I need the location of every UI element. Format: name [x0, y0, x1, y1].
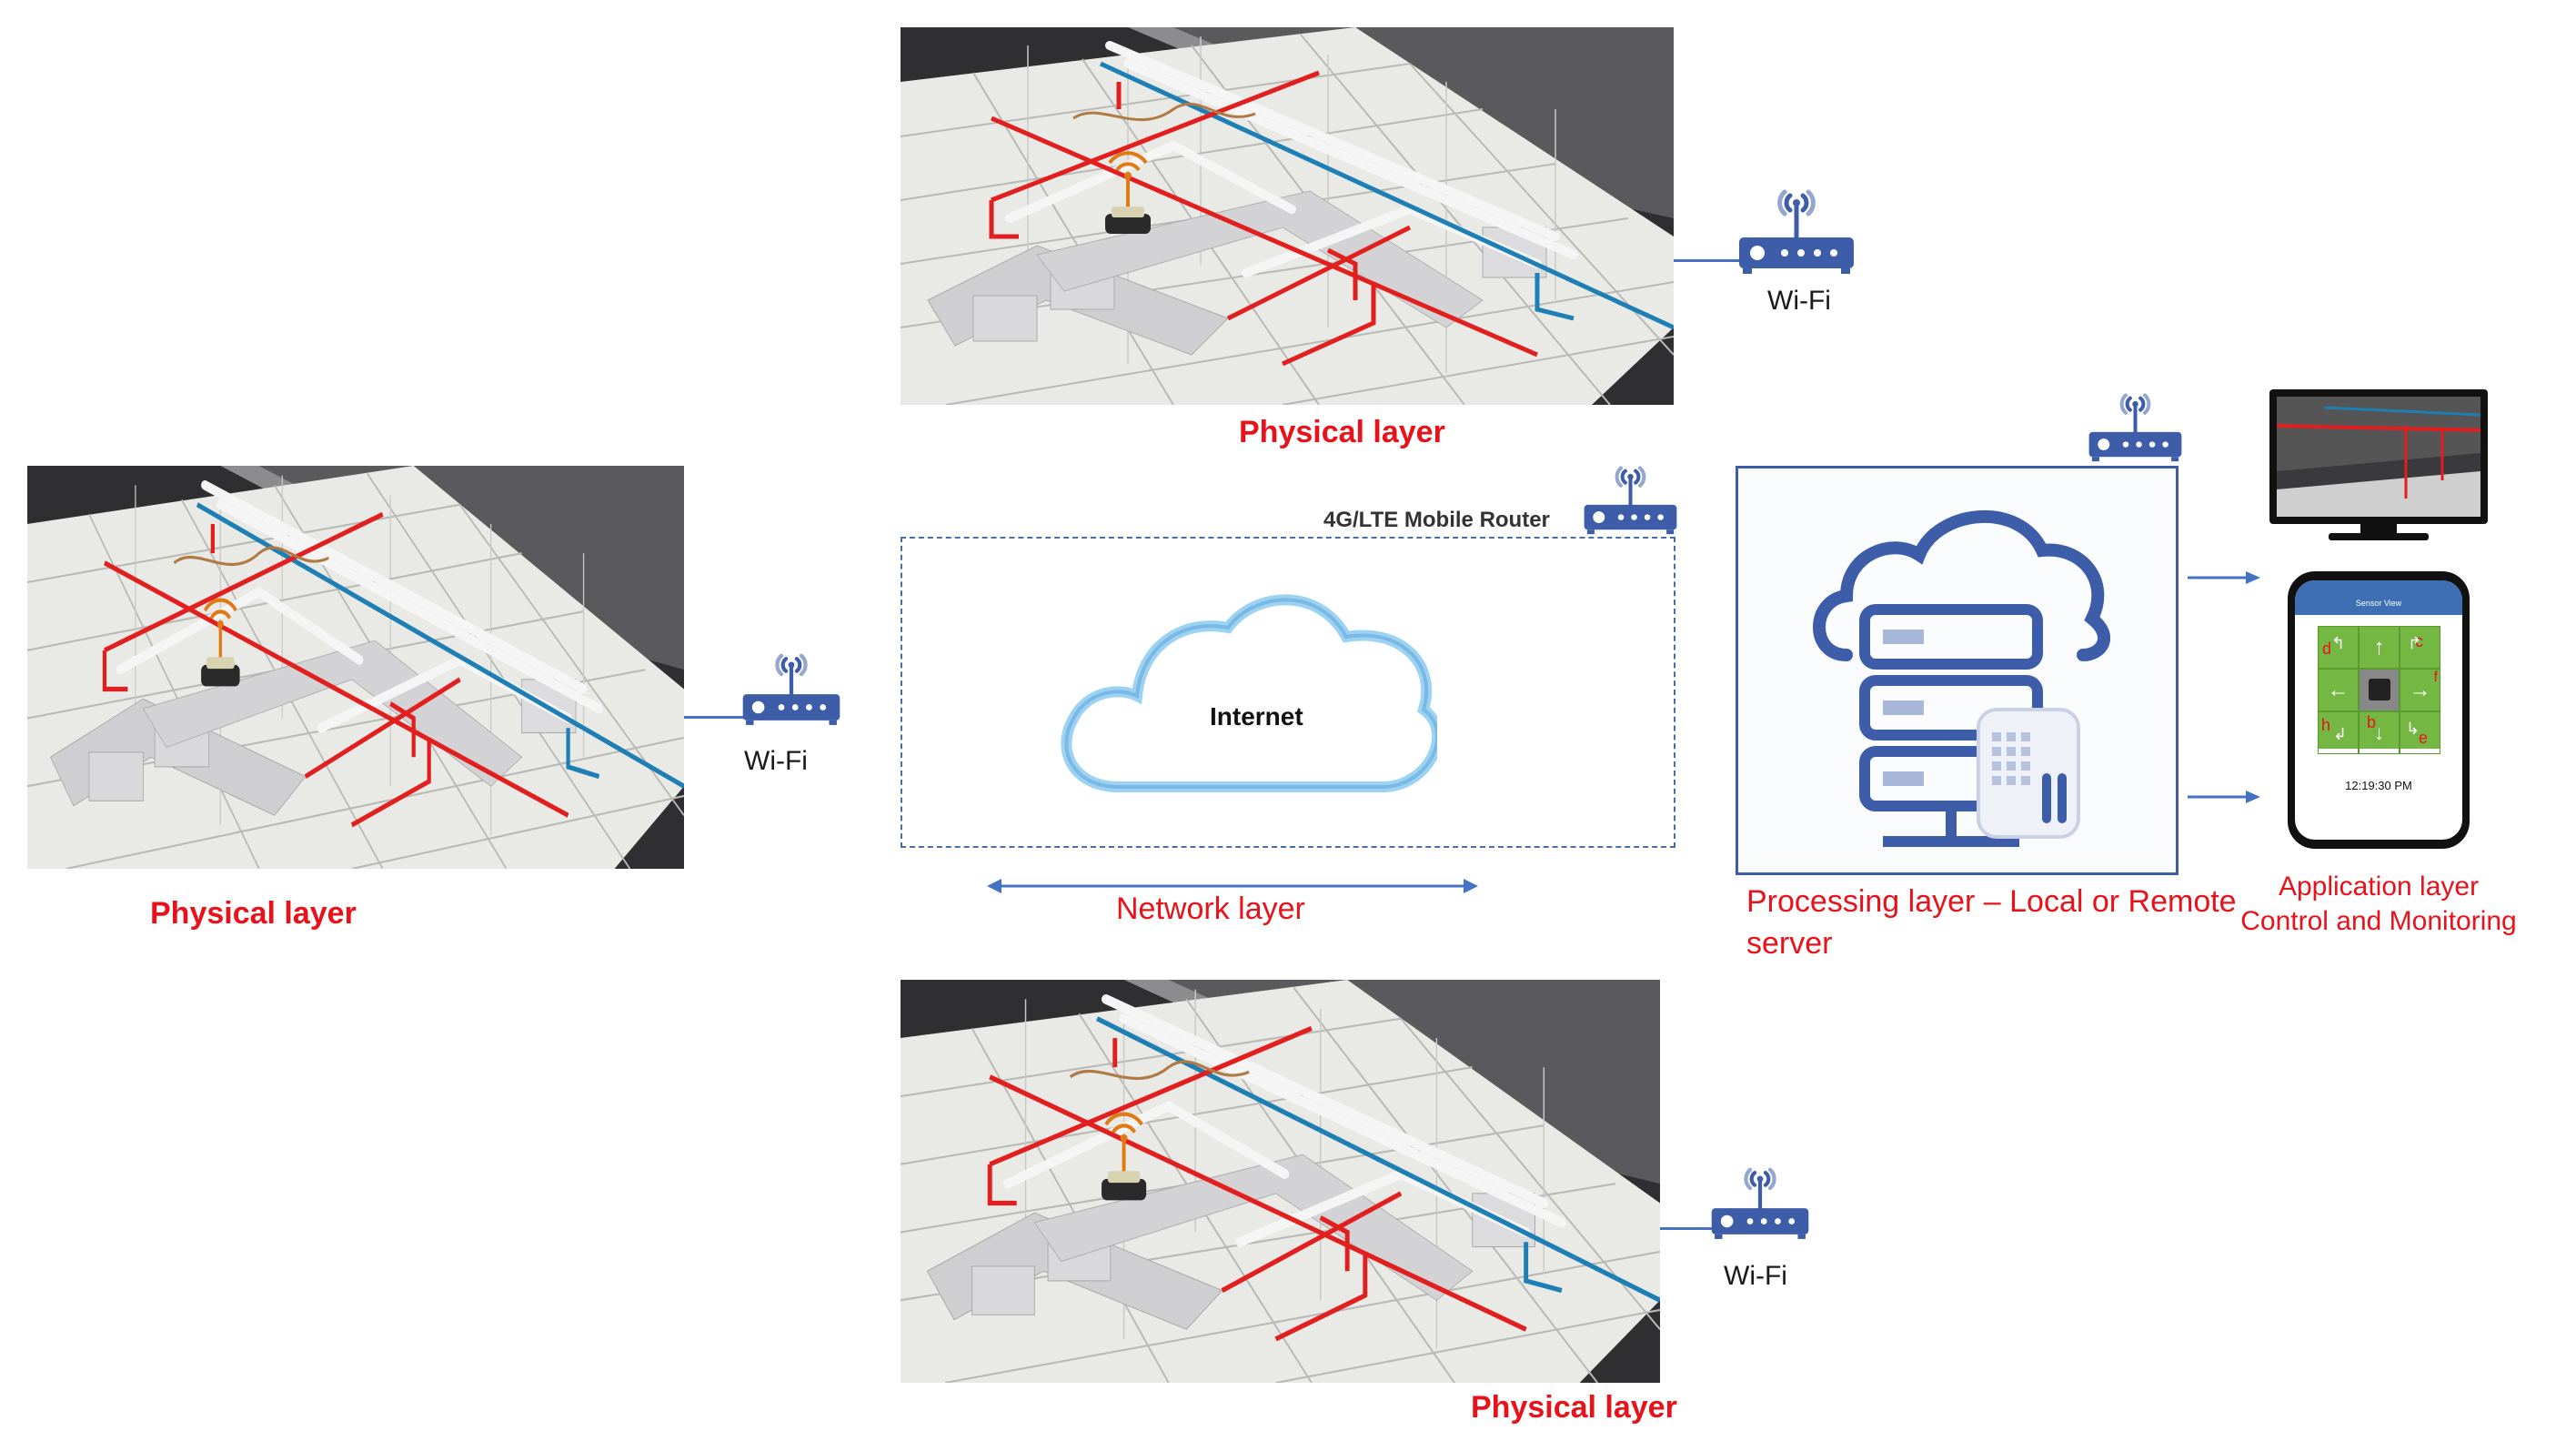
control-monitoring-label: Control and Monitoring	[2240, 906, 2517, 936]
control-key-back[interactable]: ↓b	[2359, 711, 2400, 754]
plenum-image-bottom	[901, 980, 1660, 1383]
application-layer-label: Application layer	[2278, 872, 2480, 902]
control-key-forward-left[interactable]: d↰	[2318, 626, 2359, 669]
control-key-left[interactable]: ←	[2318, 669, 2359, 711]
control-key-forward[interactable]: ↑	[2359, 626, 2400, 669]
control-key-back-right[interactable]: e↳	[2400, 711, 2440, 754]
cloud-server-icon	[1813, 509, 2110, 847]
phone-header: Sensor View	[2295, 580, 2462, 615]
monitor-icon	[2269, 389, 2488, 540]
arrow-to-monitor	[2188, 571, 2260, 584]
connector-line-bottom	[1660, 1227, 1724, 1230]
wifi-label-bottom: Wi-Fi	[1724, 1261, 1787, 1291]
network-arrow	[987, 879, 1478, 893]
control-pad[interactable]: d↰ ↑ c↱ ← →f h↲ ↓b e↳	[2318, 626, 2440, 754]
physical-layer-label-top: Physical layer	[1239, 415, 1445, 449]
network-layer-label: Network layer	[1116, 892, 1305, 926]
wifi-label-left: Wi-Fi	[744, 746, 808, 776]
wifi-router-icon	[1737, 186, 1856, 277]
robot-icon	[2359, 669, 2400, 711]
processing-layer-label: Processing layer – Local or Remote	[1746, 884, 2237, 919]
wifi-router-icon	[1710, 1164, 1810, 1243]
cloud-icon	[1061, 594, 1437, 792]
phone-screen: Sensor View d↰ ↑ c↱ ← →f h↲ ↓b e↳ 12:19:…	[2295, 580, 2462, 840]
connector-line-top	[1674, 259, 1742, 262]
control-key-forward-right[interactable]: c↱	[2400, 626, 2440, 669]
plenum-image-left	[27, 466, 684, 869]
processing-layer-label-2: server	[1746, 926, 1833, 961]
phone-time: 12:19:30 PM	[2345, 779, 2412, 792]
connector-line-left	[684, 716, 748, 719]
wifi-label-top: Wi-Fi	[1767, 286, 1831, 316]
arrow-to-phone	[2188, 791, 2260, 803]
plenum-image-top	[901, 27, 1674, 405]
control-key-back-left[interactable]: h↲	[2318, 711, 2359, 754]
physical-layer-label-left: Physical layer	[150, 896, 357, 931]
phone-header-title: Sensor View	[2355, 599, 2402, 608]
router-label: 4G/LTE Mobile Router	[1323, 508, 1550, 532]
phone: Sensor View d↰ ↑ c↱ ← →f h↲ ↓b e↳ 12:19:…	[2288, 571, 2470, 849]
control-key-right[interactable]: →f	[2400, 669, 2440, 711]
wifi-router-icon	[741, 650, 841, 729]
internet-label: Internet	[1210, 702, 1303, 731]
lte-router-icon	[1583, 459, 1678, 541]
server-wifi-icon	[2088, 387, 2183, 469]
physical-layer-label-bottom: Physical layer	[1471, 1390, 1677, 1425]
